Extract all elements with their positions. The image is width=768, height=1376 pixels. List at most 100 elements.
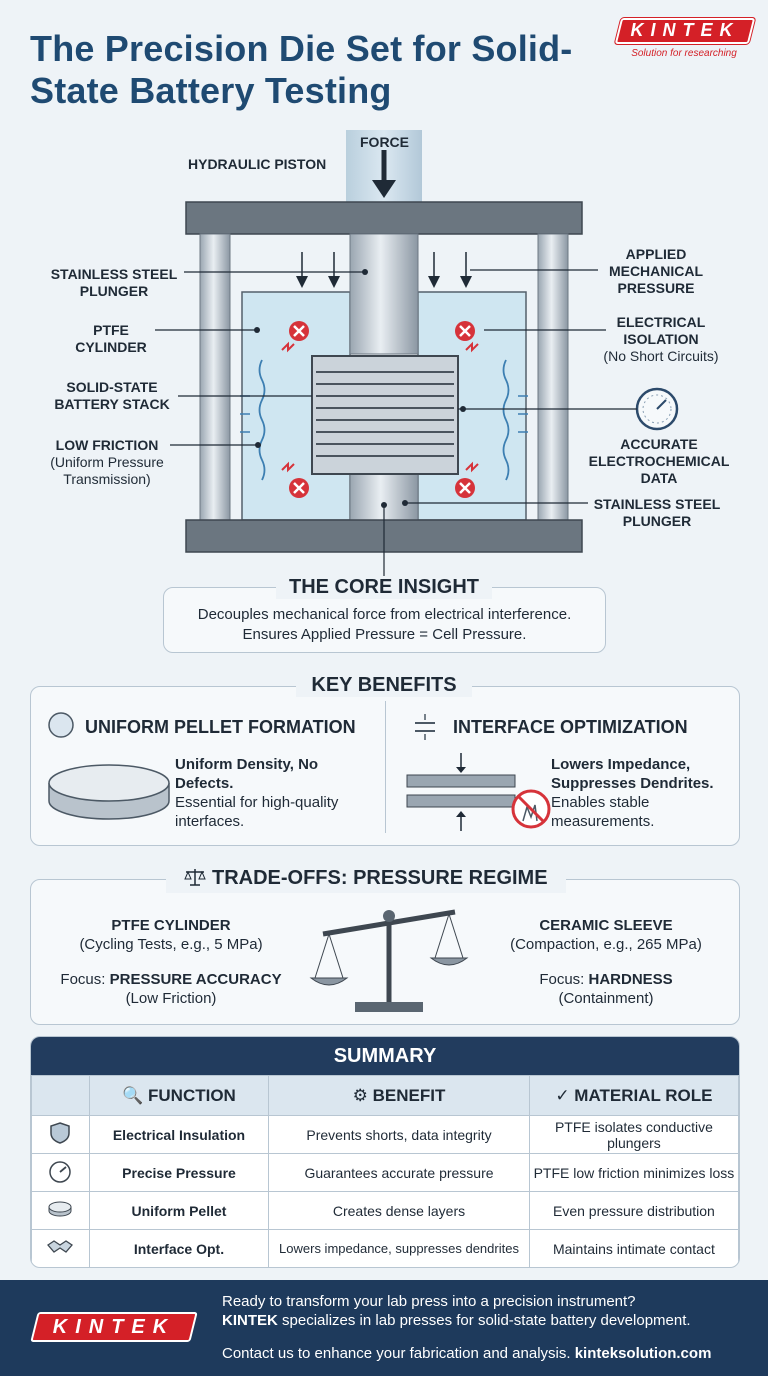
benefit-cell: Guarantees accurate pressure [268, 1153, 530, 1192]
ceramic-focus-label: Focus: [539, 971, 585, 988]
top-plate [185, 201, 583, 235]
die-set-diagram [155, 130, 679, 580]
uniform-pellet-title: UNIFORM PELLET FORMATION [85, 717, 356, 737]
interface-optimization-desc: Lowers Impedance, Suppresses Dendrites. … [551, 755, 737, 831]
scale-icon [184, 867, 207, 893]
badge-icon: ⚙ [352, 1085, 373, 1105]
insight-line-2: Ensures Applied Pressure = Cell Pressure… [242, 626, 527, 643]
summary-table: 🔍 FUNCTION ⚙ BENEFIT ✓ MATERIAL ROLE Ele… [31, 1075, 739, 1267]
benefit-cell: Creates dense layers [268, 1191, 530, 1230]
ceramic-focus-value: HARDNESS [588, 971, 673, 988]
logo-text: KINTEK [630, 20, 740, 40]
ceramic-option-sub: (Compaction, e.g., 265 MPa) [510, 936, 702, 953]
right-column [537, 233, 569, 521]
battery-stack-label: SOLID-STATE BATTERY STACK [54, 379, 170, 412]
ptfe-focus: Focus: PRESSURE ACCURACY (Low Friction) [41, 970, 301, 1008]
benefit-header-label: BENEFIT [372, 1085, 446, 1105]
plunger-top [349, 233, 419, 355]
force-arrow [372, 180, 396, 198]
electrical-isolation-label: ELECTRICAL ISOLATION (No Short Circuits) [586, 314, 736, 365]
ceramic-option-head: CERAMIC SLEEVE [539, 917, 673, 934]
gauge-icon [31, 1153, 90, 1192]
spark-icons [281, 341, 479, 473]
footer-logo[interactable]: KINTEK [30, 1312, 198, 1342]
footer-line-3-text: Contact us to enhance your fabrication a… [222, 1345, 571, 1362]
shield-icon [31, 1115, 90, 1154]
ceramic-sleeve-option: CERAMIC SLEEVE (Compaction, e.g., 265 MP… [481, 916, 731, 954]
role-cell: Maintains intimate contact [528, 1229, 739, 1267]
interface-illustration [406, 753, 551, 831]
function-cell: Uniform Pellet [88, 1191, 270, 1230]
ptfe-cylinder-label: PTFE CYLINDER [75, 322, 147, 355]
pressure-arrows [296, 252, 472, 288]
uniform-pellet-bold: Uniform Density, No Defects. [175, 756, 319, 792]
benefits-divider [385, 701, 386, 833]
role-cell: PTFE low friction minimizes loss [528, 1153, 739, 1192]
ptfe-focus-sub: (Low Friction) [125, 990, 217, 1007]
plunger-bottom-label: STAINLESS STEEL PLUNGER [593, 496, 721, 529]
table-row: Uniform Pellet Creates dense layers Even… [31, 1191, 739, 1230]
ceramic-focus: Focus: HARDNESS (Containment) [481, 970, 731, 1008]
battery-stack [311, 355, 459, 475]
footer-brand: KINTEK [222, 1312, 278, 1329]
core-insight-box: Decouples mechanical force from electric… [163, 587, 606, 653]
balance-scale-illustration [309, 909, 469, 1012]
role-cell: Even pressure distribution [528, 1191, 739, 1230]
function-cell: Electrical Insulation [88, 1115, 270, 1154]
compress-icon [415, 714, 435, 740]
icon-column-header [31, 1075, 90, 1116]
pellet-disc-illustration [48, 764, 170, 820]
kintek-logo[interactable]: KINTEK Solution for researching [614, 18, 756, 62]
table-row: Interface Opt. Lowers impedance, suppres… [31, 1229, 739, 1267]
footer-line-2: KINTEK specializes in lab presses for so… [222, 1311, 691, 1330]
key-benefits-box: UNIFORM PELLET FORMATION Uniform Density… [30, 686, 740, 846]
footer-url-link[interactable]: kinteksolution.com [574, 1345, 712, 1362]
tradeoffs-box: PTFE CYLINDER (Cycling Tests, e.g., 5 MP… [30, 879, 740, 1025]
gauge-icon [635, 387, 679, 431]
benefit-cell: Lowers impedance, suppresses dendrites [268, 1229, 530, 1267]
role-cell: PTFE isolates conductive plungers [528, 1115, 739, 1154]
low-friction-sub: (Uniform Pressure Transmission) [50, 454, 164, 487]
footer-banner: KINTEK Ready to transform your lab press… [0, 1280, 768, 1376]
low-friction-title: LOW FRICTION [55, 437, 159, 453]
handshake-icon [31, 1229, 90, 1267]
ceramic-focus-sub: (Containment) [558, 990, 654, 1007]
material-role-header-label: MATERIAL ROLE [574, 1085, 713, 1105]
interface-optimization-text: Enables stable measurements. [551, 794, 655, 830]
page-title: The Precision Die Set for Solid-State Ba… [30, 28, 573, 111]
function-cell: Interface Opt. [88, 1229, 270, 1267]
leader-lines [155, 269, 637, 580]
footer-line-3: Contact us to enhance your fabrication a… [222, 1344, 711, 1363]
benefit-cell: Prevents shorts, data integrity [268, 1115, 530, 1154]
function-header-label: FUNCTION [148, 1085, 236, 1105]
plunger-top-label: STAINLESS STEEL PLUNGER [50, 266, 178, 299]
interface-optimization-title: INTERFACE OPTIMIZATION [453, 717, 688, 737]
ptfe-cylinder-option: PTFE CYLINDER (Cycling Tests, e.g., 5 MP… [41, 916, 301, 954]
table-row: Electrical Insulation Prevents shorts, d… [31, 1115, 739, 1154]
magnifier-icon: 🔍 [122, 1085, 148, 1105]
function-header: 🔍 FUNCTION [88, 1075, 270, 1116]
benefit-header: ⚙ BENEFIT [268, 1075, 530, 1116]
summary-title: SUMMARY [31, 1037, 739, 1075]
ptfe-focus-value: PRESSURE ACCURACY [109, 971, 282, 988]
friction-waves [258, 359, 510, 481]
check-circle-icon: ✓ [555, 1085, 575, 1105]
core-insight-title: THE CORE INSIGHT [276, 576, 492, 599]
footer-line-1: Ready to transform your lab press into a… [222, 1293, 636, 1310]
interface-optimization-bold: Lowers Impedance, Suppresses Dendrites. [551, 756, 714, 792]
ptfe-option-sub: (Cycling Tests, e.g., 5 MPa) [79, 936, 263, 953]
accurate-data-label: ACCURATE ELECTROCHEMICAL DATA [588, 436, 730, 486]
table-row: Precise Pressure Guarantees accurate pre… [31, 1153, 739, 1192]
key-benefits-title: KEY BENEFITS [296, 674, 472, 697]
isolation-x-icons [289, 321, 475, 498]
material-role-header: ✓ MATERIAL ROLE [528, 1075, 739, 1116]
uniform-pellet-text: Essential for high-quality interfaces. [175, 794, 339, 830]
summary-header-row: 🔍 FUNCTION ⚙ BENEFIT ✓ MATERIAL ROLE [31, 1075, 739, 1116]
function-cell: Precise Pressure [88, 1153, 270, 1192]
electrical-isolation-sub: (No Short Circuits) [603, 348, 719, 364]
uniform-pellet-desc: Uniform Density, No Defects. Essential f… [175, 755, 375, 831]
summary-table-card: SUMMARY 🔍 FUNCTION ⚙ BENEFIT ✓ MATERIAL … [30, 1036, 740, 1268]
footer-line-2-text: specializes in lab presses for solid-sta… [282, 1312, 691, 1329]
low-friction-label: LOW FRICTION (Uniform Pressure Transmiss… [44, 437, 170, 488]
footer-logo-text: KINTEK [52, 1316, 176, 1338]
